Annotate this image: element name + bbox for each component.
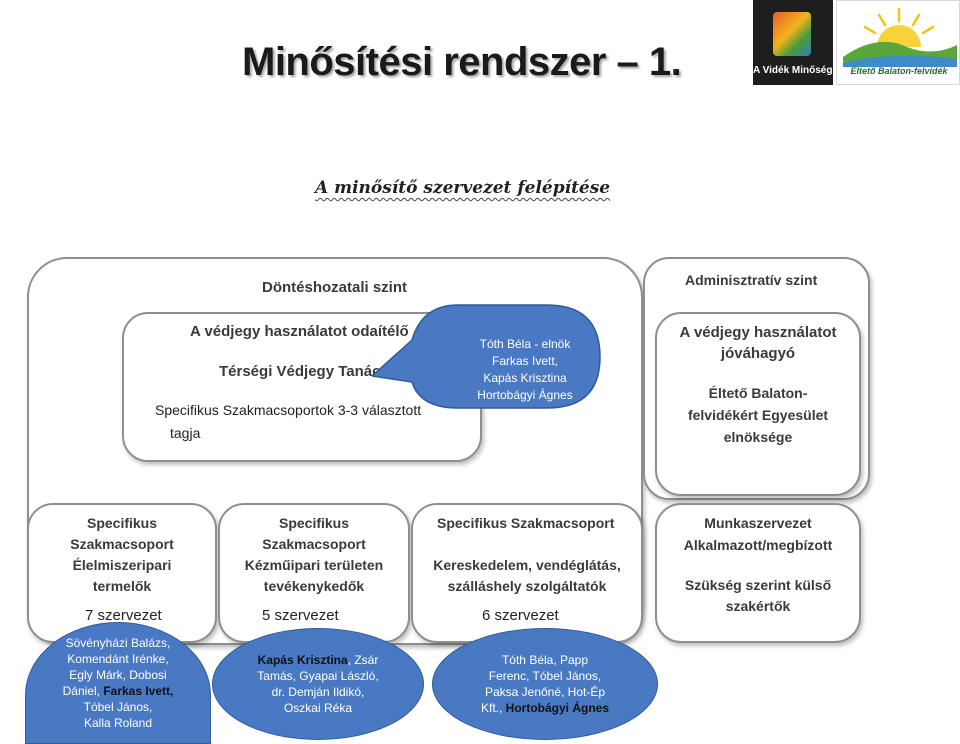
callout-bubble — [372, 304, 601, 409]
callout-line3: Kapás Krisztina — [483, 371, 567, 385]
group-craft-line3: Kézműipari területen — [244, 557, 384, 573]
sun-hills-icon — [843, 7, 957, 67]
group-craft-count: 5 szervezet — [262, 607, 339, 624]
workgroup-line4: szakértők — [725, 598, 791, 614]
decision-council-line3: Specifikus Szakmacsoportok 3-3 választot… — [155, 402, 422, 418]
admin-approval-line3: Éltető Balaton- — [708, 385, 808, 401]
members-food-l4: Dániel, Farkas Ivett, — [63, 683, 174, 699]
callout-line2: Farkas Ivett, — [491, 354, 559, 368]
group-trade-line1: Specifikus Szakmacsoport — [437, 515, 615, 531]
members-food-l2: Komendánt Irénke, — [67, 652, 169, 666]
group-craft-line2: Szakmacsoport — [262, 536, 366, 552]
decision-council-line4: tagja — [170, 425, 201, 441]
group-food-count: 7 szervezet — [85, 607, 162, 624]
admin-approval-line5: elnöksége — [723, 429, 793, 445]
members-trade-l1: Tóth Béla, Papp — [501, 653, 589, 667]
decision-council-line1: A védjegy használatot odaítélő — [190, 323, 409, 340]
workgroup-line3: Szükség szerint külső — [684, 577, 832, 593]
admin-approval-box — [655, 312, 861, 496]
group-box-craft — [218, 503, 410, 643]
members-craft-highlight: Kapás Krisztina — [257, 653, 348, 667]
admin-approval-line4: felvidékért Egyesület — [687, 407, 829, 423]
members-food-l3: Egly Márk, Dobosi — [69, 668, 167, 682]
group-food-line4: termelők — [92, 578, 152, 594]
members-trade-l3: Paksa Jenőné, Hot-Ép — [484, 685, 606, 699]
members-craft-ellipse: Kapás Krisztina, Zsár Tamás, Gyapai Lász… — [212, 628, 424, 740]
members-food-ellipse: Sövényházi Balázs, Komendánt Irénke, Egl… — [25, 622, 211, 744]
admin-approval-line2: jóváhagyó — [720, 345, 796, 362]
admin-level-heading: Adminisztratív szint — [685, 272, 818, 288]
members-food-l5: Tóbel János, — [83, 700, 153, 714]
videk-minosege-logo: A Vidék Minősége — [753, 0, 839, 85]
admin-approval-line1: A védjegy használatot — [679, 324, 837, 341]
group-food-line1: Specifikus — [86, 515, 158, 531]
diagram-title: A minősítő szervezet felépítése — [315, 178, 611, 198]
group-box-trade — [411, 503, 643, 643]
members-trade-l4: Kft., Hortobágyi Ágnes — [481, 700, 609, 716]
workgroup-line2: Alkalmazott/megbízott — [683, 537, 833, 553]
group-craft-line4: tevékenykedők — [263, 578, 365, 594]
members-food-highlight: Farkas Ivett, — [103, 684, 174, 698]
group-craft-line1: Specifikus — [278, 515, 350, 531]
members-trade-ellipse: Tóth Béla, Papp Ferenc, Tóbel János, Pak… — [432, 628, 658, 740]
decision-level-heading: Döntéshozatali szint — [262, 279, 408, 296]
group-trade-line2: Kereskedelem, vendéglátás, — [433, 557, 621, 573]
videk-minosege-logo-label: A Vidék Minősége — [753, 65, 839, 76]
workgroup-box — [655, 503, 861, 643]
members-trade-l4a: Kft., — [480, 701, 506, 715]
workgroup-line1: Munkaszervezet — [704, 515, 812, 531]
members-trade-highlight: Hortobágyi Ágnes — [505, 701, 610, 715]
decision-council-line2: Térségi Védjegy Tanács — [219, 363, 389, 380]
group-box-food — [27, 503, 217, 643]
group-food-line3: Élelmiszeripari — [72, 557, 172, 573]
group-food-line2: Szakmacsoport — [70, 536, 174, 552]
members-craft-l1: Kapás Krisztina, Zsár — [257, 652, 379, 668]
members-craft-l4: Oszkai Réka — [283, 701, 352, 715]
members-craft-l1b: , Zsár — [347, 653, 379, 667]
elteto-balaton-felvidek-logo: Éltető Balaton-felvidék — [836, 0, 960, 85]
group-trade-line3: szálláshely szolgáltatók — [447, 578, 607, 594]
slide-title: Minősítési rendszer – 1. — [242, 40, 682, 84]
members-food-l4a: Dániel, — [62, 684, 104, 698]
members-food-l6: Kalla Roland — [83, 716, 153, 730]
members-craft-l2: Tamás, Gyapai László, — [257, 669, 379, 683]
callout-line4: Hortobágyi Ágnes — [477, 388, 573, 402]
members-trade-l2: Ferenc, Tóbel János, — [488, 669, 602, 683]
callout-line1: Tóth Béla - elnök — [479, 337, 571, 351]
elteto-balaton-felvidek-logo-label: Éltető Balaton-felvidék — [850, 66, 948, 76]
group-trade-count: 6 szervezet — [482, 607, 559, 624]
videk-minosege-mark-icon — [773, 12, 811, 56]
members-food-l1: Sövényházi Balázs, — [65, 636, 171, 650]
members-craft-l3: dr. Demján Ildikó, — [271, 685, 365, 699]
